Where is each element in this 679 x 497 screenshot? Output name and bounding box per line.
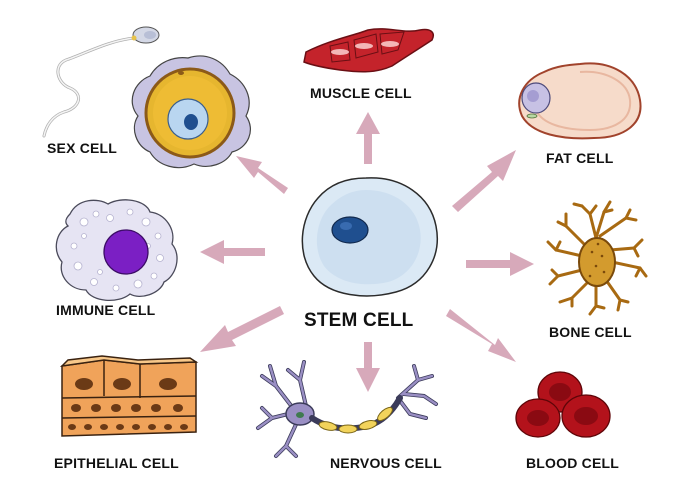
fat-cell-label: FAT CELL [546, 150, 614, 166]
stem-cell-label: STEM CELL [304, 310, 414, 331]
epithelial-cell-icon [59, 355, 199, 437]
epithelial-cell-label: EPITHELIAL CELL [54, 455, 179, 471]
arrows [200, 112, 534, 392]
fat-cell-icon [518, 62, 642, 140]
sex-cell-label: SEX CELL [47, 140, 118, 156]
arrow-to-immune-cell [200, 240, 265, 264]
stem-cell-icon [301, 177, 438, 297]
blood-cell-label: BLOOD CELL [526, 455, 619, 471]
nervous-cell-label: NERVOUS CELL [330, 455, 442, 471]
arrow-to-sex-cell [236, 156, 288, 194]
bone-cell-label: BONE CELL [549, 324, 632, 340]
immune-cell-label: IMMUNE CELL [56, 302, 156, 318]
sex-cell-icon [42, 26, 251, 169]
arrow-to-fat-cell [452, 150, 516, 212]
arrow-to-muscle-cell [356, 112, 380, 164]
muscle-cell-icon [303, 28, 434, 73]
muscle-cell-label: MUSCLE CELL [310, 85, 412, 101]
bone-cell-icon [546, 200, 648, 316]
arrow-to-bone-cell [466, 252, 534, 276]
arrow-to-epithelial-cell [200, 306, 284, 352]
nervous-cell-icon [256, 360, 438, 458]
arrow-to-blood-cell [446, 309, 516, 362]
arrow-to-nervous-cell [356, 342, 380, 392]
blood-cell-icon [515, 371, 611, 438]
immune-cell-icon [55, 199, 178, 301]
